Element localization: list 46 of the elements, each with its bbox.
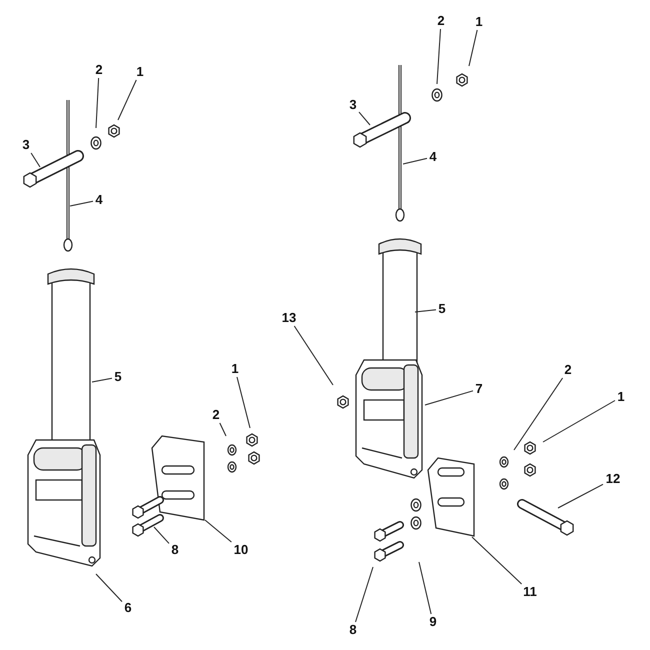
leader-line [96,78,100,128]
leader-line [514,378,564,450]
leader-line [472,536,522,584]
callout-number: 3 [348,98,358,112]
callout-number: 4 [94,193,104,207]
leader-line [294,326,334,386]
callout-number: 2 [563,363,573,377]
leader-line [418,562,432,614]
callout-number: 7 [474,382,484,396]
leader-line [236,376,250,428]
leader-line [219,422,226,436]
leader-line [414,309,436,312]
leader-line [70,200,94,206]
callout-number: 8 [348,623,358,637]
callout-number: 9 [428,615,438,629]
leader-line [355,566,374,622]
leader-line [402,158,428,164]
callout-number: 12 [604,472,622,486]
callout-number: 2 [211,408,221,422]
leader-line [30,152,40,168]
leader-line [468,30,478,66]
callout-number: 5 [437,302,447,316]
leader-line [154,526,170,544]
leader-line [542,400,616,442]
leader-line [358,112,370,126]
callout-number: 1 [135,65,145,79]
leader-line [424,390,474,406]
callout-number: 2 [436,14,446,28]
callout-number: 2 [94,63,104,77]
callout-number: 4 [428,150,438,164]
leader-line [96,574,122,602]
callout-number: 1 [230,362,240,376]
callout-number: 1 [474,15,484,29]
callout-number: 13 [280,311,298,325]
callout-number: 6 [123,601,133,615]
leader-line [92,378,112,382]
leader-line [558,484,604,508]
callout-number: 8 [170,543,180,557]
callout-number: 5 [113,370,123,384]
leader-line [118,80,137,120]
callout-number: 10 [232,543,250,557]
callout-number: 3 [21,138,31,152]
leader-line [204,520,232,542]
callout-number: 1 [616,390,626,404]
leader-line [436,28,441,84]
callout-number: 11 [522,585,538,599]
